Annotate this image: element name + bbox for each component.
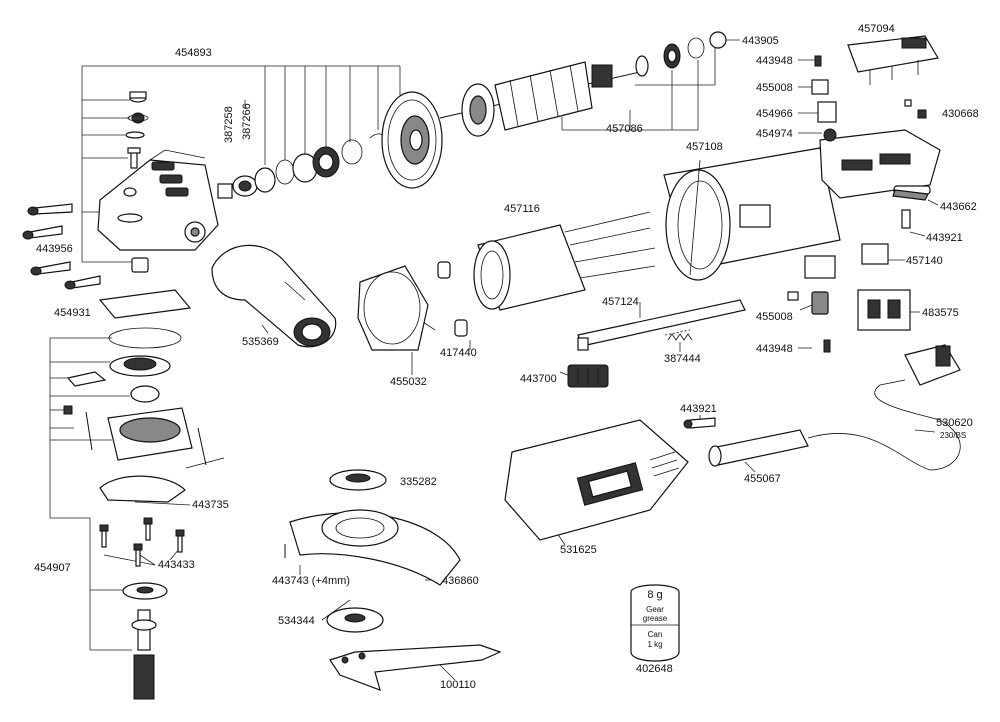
part-label-443700: 443700	[520, 373, 557, 385]
part-label-457116: 457116	[504, 203, 540, 215]
fan	[381, 91, 443, 189]
part-label-443948-bottom: 443948	[756, 343, 793, 355]
grease-line2: grease	[643, 614, 668, 623]
brush-parts	[787, 55, 929, 353]
part-label-443433: 443433	[158, 559, 195, 571]
part-label-457108: 457108	[686, 141, 723, 153]
part-label-531625: 531625	[560, 544, 597, 556]
part-label-534344: 534344	[278, 615, 315, 627]
part-label-436860: 436860	[442, 575, 479, 587]
leader-lines	[49, 39, 939, 681]
rear-cover	[504, 419, 689, 541]
part-label-443921-mid: 443921	[680, 403, 717, 415]
spindle	[122, 582, 168, 700]
part-label-454907: 454907	[34, 562, 71, 574]
switch-rod	[577, 299, 746, 351]
gear-housing	[97, 149, 219, 251]
part-label-335282: 335282	[400, 476, 437, 488]
part-label-455032: 455032	[390, 376, 427, 388]
flange-534344	[326, 607, 384, 633]
part-label-230bs: 230/BS	[940, 431, 966, 440]
part-label-443905: 443905	[742, 35, 779, 47]
part-label-457140: 457140	[906, 255, 943, 267]
part-label-443921-right: 443921	[926, 232, 963, 244]
cable-and-plug	[708, 344, 961, 471]
pins-417440	[437, 261, 468, 337]
part-label-455008-top: 455008	[756, 82, 793, 94]
small-parts-stack	[125, 91, 149, 273]
part-label-454966: 454966	[756, 108, 793, 120]
rear-housing	[819, 129, 941, 199]
part-label-443735: 443735	[192, 499, 229, 511]
spring	[667, 333, 693, 341]
screws-443433	[99, 517, 185, 567]
part-label-455067: 455067	[744, 473, 781, 485]
stator	[473, 211, 656, 311]
part-label-530620: 530620	[936, 417, 973, 429]
part-label-457086: 457086	[606, 123, 643, 135]
grease-can: 8 g Gear grease Can 1 kg	[630, 584, 680, 662]
part-label-387258: 387258	[223, 106, 235, 143]
grease-line3: Can	[648, 630, 663, 639]
part-labels: 454893 387258 387266 443905 457094 44394…	[34, 23, 979, 691]
part-label-457094: 457094	[858, 23, 895, 35]
side-handle	[211, 244, 337, 348]
part-label-417440: 417440	[440, 347, 477, 359]
motor-housing	[663, 147, 841, 281]
part-label-443743: 443743 (+4mm)	[272, 575, 350, 587]
part-label-454893: 454893	[175, 47, 212, 59]
flange-stack	[63, 289, 225, 503]
grease-line1: Gear	[646, 605, 664, 614]
part-label-443662: 443662	[940, 201, 977, 213]
part-label-483575: 483575	[922, 307, 959, 319]
part-label-430668: 430668	[942, 108, 979, 120]
part-label-387444: 387444	[664, 353, 701, 365]
screws-443956	[22, 203, 101, 290]
armature	[439, 31, 727, 137]
screw-443921	[683, 417, 716, 429]
bearing-cap-455032	[357, 265, 429, 351]
part-label-443948-top: 443948	[756, 55, 793, 67]
part-label-454931: 454931	[54, 307, 91, 319]
switch-module	[847, 35, 939, 85]
part-label-454974: 454974	[756, 128, 793, 140]
wheel-guard	[284, 509, 461, 586]
grease-weight: 8 g	[647, 589, 662, 601]
part-label-387266: 387266	[241, 103, 253, 140]
spanner	[329, 644, 502, 691]
shaft-bearings	[217, 133, 388, 199]
part-label-457124: 457124	[602, 296, 639, 308]
part-label-443956: 443956	[36, 243, 73, 255]
part-label-455008-bottom: 455008	[756, 311, 793, 323]
flange-335282	[329, 469, 387, 491]
slide-button	[567, 364, 609, 388]
grease-line4: 1 kg	[647, 640, 662, 649]
part-label-100110: 100110	[440, 679, 476, 691]
part-label-402648: 402648	[636, 663, 673, 675]
part-label-535369: 535369	[242, 336, 279, 348]
